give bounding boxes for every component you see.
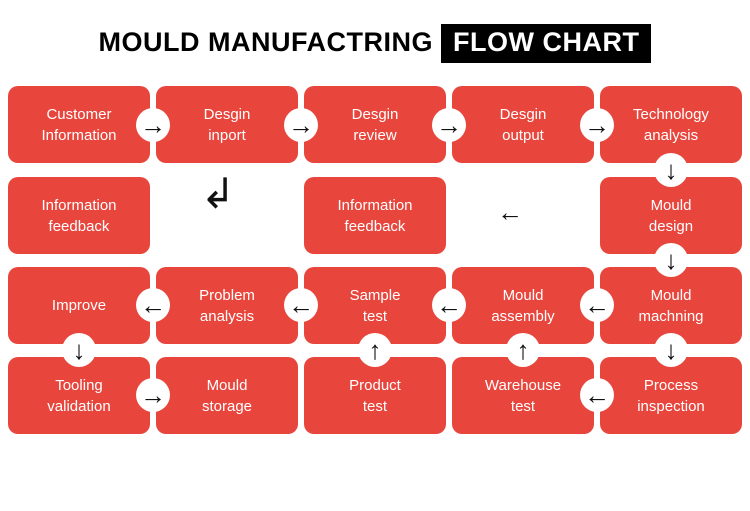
arrow-right-icon: →: [284, 108, 318, 142]
node-information-feedback-1: Information feedback: [8, 177, 150, 254]
arrow-down-icon: ↓: [62, 333, 96, 367]
arrow-left-icon: ←: [284, 288, 318, 322]
page-title: MOULD MANUFACTRING FLOW CHART: [0, 24, 750, 63]
node-information-feedback-2: Information feedback: [304, 177, 446, 254]
arrow-right-icon: →: [136, 378, 170, 412]
arrow-left-icon: ←: [493, 195, 527, 229]
arrow-left-icon: ←: [136, 288, 170, 322]
arrow-left-icon: ←: [580, 378, 614, 412]
arrow-down-icon: ↓: [654, 333, 688, 367]
node-mould-storage: Mould storage: [156, 357, 298, 434]
node-mould-assembly: Mould assembly: [452, 267, 594, 344]
arrow-up-icon: ↑: [358, 333, 392, 367]
title-highlight: FLOW CHART: [441, 24, 652, 63]
arrow-right-icon: →: [432, 108, 466, 142]
node-warehouse-test: Warehouse test: [452, 357, 594, 434]
node-desgin-inport: Desgin inport: [156, 86, 298, 163]
arrow-up-icon: ↑: [506, 333, 540, 367]
node-technology-analysis: Technology analysis: [600, 86, 742, 163]
arrow-left-icon: ←: [580, 288, 614, 322]
node-mould-design: Mould design: [600, 177, 742, 254]
node-desgin-review: Desgin review: [304, 86, 446, 163]
node-improve: Improve: [8, 267, 150, 344]
node-desgin-output: Desgin output: [452, 86, 594, 163]
node-product-test: Product test: [304, 357, 446, 434]
node-tooling-validation: Tooling validation: [8, 357, 150, 434]
node-customer-information: Customer Information: [8, 86, 150, 163]
arrow-left-icon: ←: [432, 288, 466, 322]
arrow-right-icon: →: [580, 108, 614, 142]
node-sample-test: Sample test: [304, 267, 446, 344]
arrow-elbow-down-left-icon: ↲: [200, 170, 236, 217]
arrow-down-icon: ↓: [654, 153, 688, 187]
arrow-down-icon: ↓: [654, 243, 688, 277]
arrow-right-icon: →: [136, 108, 170, 142]
node-problem-analysis: Problem analysis: [156, 267, 298, 344]
title-text: MOULD MANUFACTRING: [98, 27, 433, 57]
node-mould-machning: Mould machning: [600, 267, 742, 344]
node-process-inspection: Process inspection: [600, 357, 742, 434]
